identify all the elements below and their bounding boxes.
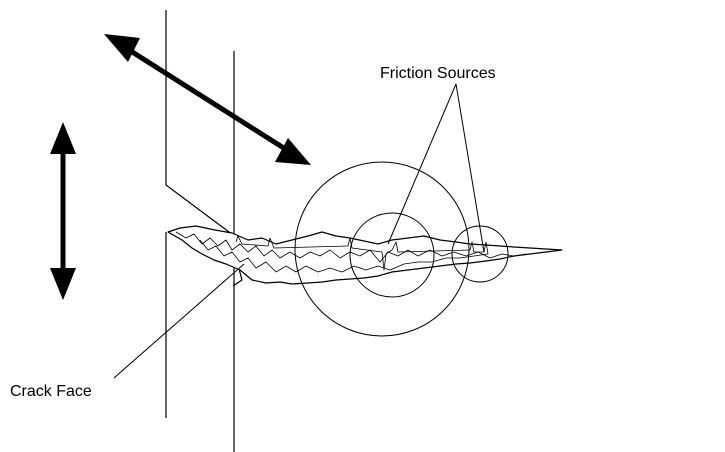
friction-leader-right [455,83,485,253]
crack-face-label: Crack Face [10,383,92,400]
arrow-down-head [50,268,76,300]
crack-texture-lower [199,239,489,273]
friction-leader-left [387,83,457,245]
vertical-loading-arrow [50,122,76,300]
friction-sources-label: Friction Sources [380,65,496,82]
arrow-up-head [50,122,76,154]
crack-face-leader [113,263,245,379]
friction-zones [294,161,509,337]
crack-texture-spikes [235,235,489,271]
crack-outline [167,225,563,285]
arrow-upper-left-head [104,34,140,62]
small-friction-circle-left [349,212,435,298]
large-friction-circle [294,161,470,337]
diagonal-loading-arrow [104,34,311,165]
crack [167,225,563,285]
crack-texture-upper [175,231,527,263]
arrow-lower-right-head [275,138,311,165]
leader-lines [113,83,485,379]
